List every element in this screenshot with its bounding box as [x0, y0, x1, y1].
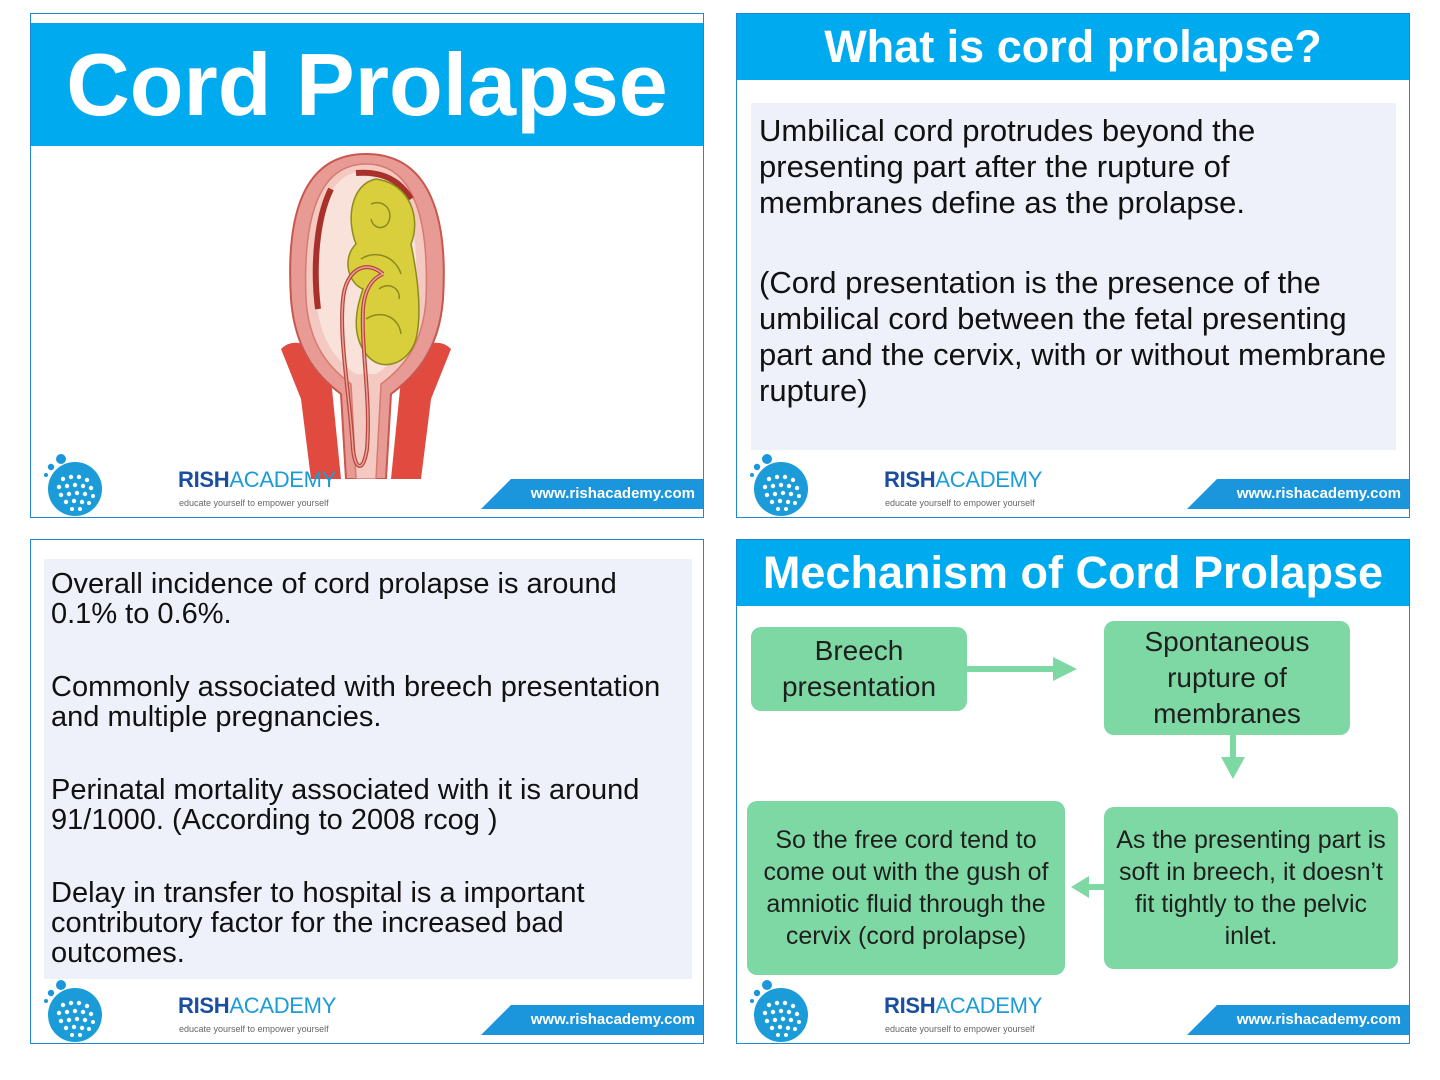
step-breech-presentation: Breech presentation — [751, 627, 967, 711]
arrow-left-icon — [1071, 876, 1105, 898]
slide-incidence-facts: Overall incidence of cord prolapse is ar… — [30, 539, 704, 1044]
footer: RISHACADEMY educate yourself to empower … — [31, 981, 703, 1043]
slide-mechanism: Mechanism of Cord Prolapse Breech presen… — [736, 539, 1410, 1044]
website-url[interactable]: www.rishacademy.com — [530, 485, 695, 502]
rish-academy-logo-icon — [747, 979, 811, 1043]
rish-academy-logo-icon — [41, 979, 105, 1043]
step-soft-presenting-part: As the presenting part is soft in breech… — [1104, 807, 1398, 969]
slide-title: Cord Prolapse — [31, 23, 703, 146]
uterus-fetus-illustration — [281, 152, 451, 479]
url-bar: www.rishacademy.com — [1187, 1005, 1409, 1035]
website-url[interactable]: www.rishacademy.com — [1236, 485, 1401, 502]
brand-tagline: educate yourself to empower yourself — [885, 1024, 1035, 1034]
brand-tagline: educate yourself to empower yourself — [179, 1024, 329, 1034]
rish-academy-logo-icon — [41, 453, 105, 517]
url-bar: www.rishacademy.com — [1187, 479, 1409, 509]
delay-paragraph: Delay in transfer to hospital is a impor… — [51, 877, 585, 969]
slide-what-is-cord-prolapse: What is cord prolapse? Umbilical cord pr… — [736, 13, 1410, 518]
facts-panel: Overall incidence of cord prolapse is ar… — [44, 559, 692, 979]
url-bar: www.rishacademy.com — [481, 479, 703, 509]
arrow-right-icon — [967, 657, 1077, 681]
website-url[interactable]: www.rishacademy.com — [1236, 1011, 1401, 1028]
slide-title: What is cord prolapse? — [737, 14, 1409, 80]
incidence-paragraph: Overall incidence of cord prolapse is ar… — [51, 568, 617, 630]
brand-tagline: educate yourself to empower yourself — [179, 498, 329, 508]
brand-tagline: educate yourself to empower yourself — [885, 498, 1035, 508]
definition-panel: Umbilical cord protrudes beyond the pres… — [751, 103, 1396, 450]
step-free-cord-prolapse: So the free cord tend to come out with t… — [747, 801, 1065, 975]
footer: RISHACADEMY educate yourself to empower … — [31, 455, 703, 517]
footer: RISHACADEMY educate yourself to empower … — [737, 455, 1409, 517]
slide-cord-prolapse-title: Cord Prolapse RISHACADEMY educate yourse… — [30, 13, 704, 518]
step-rupture-of-membranes: Spontaneous rupture of membranes — [1104, 621, 1350, 735]
footer: RISHACADEMY educate yourself to empower … — [737, 981, 1409, 1043]
url-bar: www.rishacademy.com — [481, 1005, 703, 1035]
cord-presentation-paragraph: (Cord presentation is the presence of th… — [759, 265, 1387, 408]
rish-academy-logo-icon — [747, 453, 811, 517]
brand-name: RISHACADEMY — [884, 467, 1043, 492]
definition-paragraph: Umbilical cord protrudes beyond the pres… — [759, 113, 1256, 220]
mortality-paragraph: Perinatal mortality associated with it i… — [51, 774, 640, 836]
brand-name: RISHACADEMY — [178, 467, 337, 492]
slide-title: Mechanism of Cord Prolapse — [737, 540, 1409, 606]
arrow-down-icon — [1221, 735, 1245, 779]
website-url[interactable]: www.rishacademy.com — [530, 1011, 695, 1028]
association-paragraph: Commonly associated with breech presenta… — [51, 671, 661, 733]
brand-name: RISHACADEMY — [884, 993, 1043, 1018]
brand-name: RISHACADEMY — [178, 993, 337, 1018]
